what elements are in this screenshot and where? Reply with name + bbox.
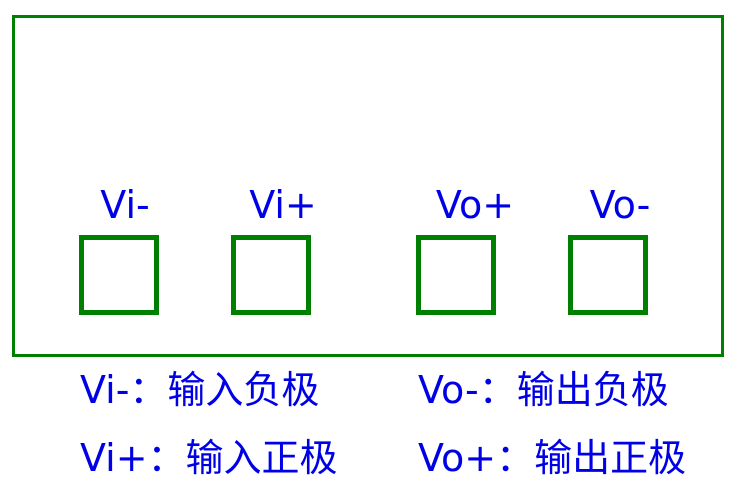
legend-vo-plus: Vo+：输出正极: [418, 436, 687, 480]
pin-vi-minus: [79, 235, 159, 315]
legend-vo-minus: Vo-：输出负极: [418, 368, 669, 412]
pin-label-vi-plus: Vi+: [249, 183, 317, 227]
pin-label-vo-plus: Vo+: [435, 183, 515, 227]
pin-label-vi-minus: Vi-: [100, 183, 150, 227]
pin-vo-minus: [568, 235, 648, 315]
module-outline: [12, 15, 724, 357]
pin-label-vo-minus: Vo-: [589, 183, 651, 227]
pin-vi-plus: [231, 235, 311, 315]
legend-vi-minus: Vi-：输入负极: [80, 368, 320, 412]
legend-vi-plus: Vi+：输入正极: [80, 436, 338, 480]
pin-vo-plus: [416, 235, 496, 315]
